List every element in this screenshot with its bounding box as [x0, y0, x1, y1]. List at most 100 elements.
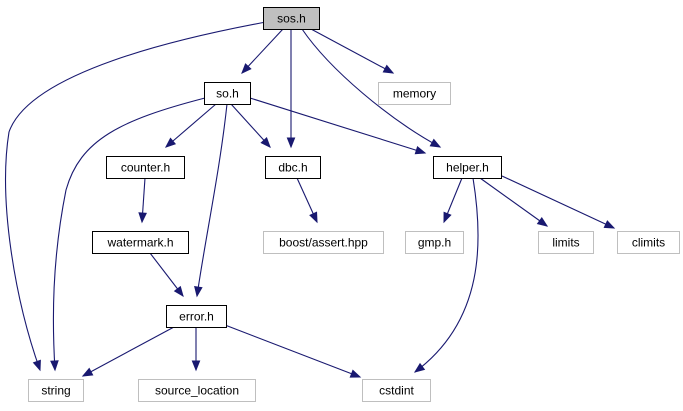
- node-label: dbc.h: [278, 161, 307, 175]
- node-boost-assert: boost/assert.hpp: [263, 231, 384, 254]
- node-label: boost/assert.hpp: [279, 236, 368, 250]
- edge-arrowhead: [50, 360, 59, 372]
- edge-dbc-to-boost_assert: [296, 177, 318, 224]
- node-box: [106, 156, 185, 179]
- node-string: string: [28, 379, 84, 402]
- node-sos[interactable]: sos.h: [263, 7, 320, 30]
- node-box: [433, 156, 502, 179]
- edge-helper-to-gmp: [443, 177, 463, 224]
- edge-so-to-error: [194, 103, 228, 298]
- node-memory: memory: [378, 82, 451, 105]
- edge-arrowhead: [429, 138, 442, 148]
- edge-line: [249, 97, 426, 154]
- node-box: [538, 231, 594, 254]
- edge-error-to-string: [81, 326, 175, 377]
- edge-error-to-source_location: [191, 327, 201, 372]
- edge-arrowhead: [286, 137, 296, 149]
- node-label: limits: [552, 236, 579, 250]
- edge-line: [479, 177, 548, 227]
- node-label: error.h: [179, 310, 214, 324]
- edge-line: [241, 28, 284, 74]
- edge-arrowhead: [191, 360, 201, 372]
- node-box: [265, 156, 321, 179]
- edge-line: [5, 21, 267, 371]
- node-label: memory: [393, 87, 436, 101]
- edge-helper-to-limits: [479, 177, 549, 227]
- edge-line: [501, 175, 615, 229]
- node-label: helper.h: [446, 161, 489, 175]
- edge-so-to-dbc: [230, 103, 271, 148]
- edge-line: [52, 97, 206, 371]
- edge-arrowhead: [309, 211, 318, 224]
- node-counter[interactable]: counter.h: [106, 156, 185, 179]
- edges-layer: [5, 21, 616, 378]
- node-box: [362, 379, 431, 402]
- edge-arrowhead: [413, 362, 426, 373]
- node-box: [92, 231, 189, 254]
- node-label: counter.h: [121, 161, 170, 175]
- edge-arrowhead: [414, 146, 427, 155]
- node-limits: limits: [538, 231, 594, 254]
- node-box: [166, 305, 227, 328]
- edge-watermark-to-error: [149, 252, 184, 298]
- node-climits: climits: [617, 231, 680, 254]
- edge-helper-to-cstdint: [413, 177, 479, 373]
- edge-line: [165, 103, 217, 148]
- node-box: [204, 82, 251, 105]
- node-label: watermark.h: [106, 236, 173, 250]
- edge-arrowhead: [194, 285, 203, 298]
- edge-counter-to-watermark: [138, 177, 147, 224]
- node-label: sos.h: [277, 12, 306, 26]
- edge-arrowhead: [536, 216, 549, 227]
- edge-sos-to-string: [5, 21, 267, 372]
- edge-arrowhead: [443, 211, 452, 224]
- node-source-location: source_location: [138, 379, 256, 402]
- node-dbc[interactable]: dbc.h: [265, 156, 321, 179]
- node-helper[interactable]: helper.h: [433, 156, 502, 179]
- edge-arrowhead: [260, 137, 271, 148]
- nodes-layer: sos.h so.h memory counter.h dbc.h helper.h wat…: [28, 7, 680, 402]
- edge-arrowhead: [603, 220, 616, 229]
- node-label: string: [41, 384, 70, 398]
- edge-so-to-counter: [164, 103, 217, 148]
- node-box: [263, 231, 384, 254]
- node-label: climits: [632, 236, 665, 250]
- node-error[interactable]: error.h: [166, 305, 227, 328]
- node-box: [617, 231, 680, 254]
- edge-arrowhead: [173, 285, 184, 298]
- edge-sos-to-dbc: [286, 29, 296, 149]
- edge-arrowhead: [32, 359, 41, 372]
- edge-so-to-helper: [249, 97, 427, 155]
- edge-sos-to-so: [241, 28, 284, 74]
- edge-helper-to-climits: [501, 175, 616, 229]
- edge-line: [224, 324, 361, 378]
- edge-error-to-cstdint: [224, 324, 362, 378]
- edge-line: [310, 28, 394, 74]
- node-box: [405, 231, 464, 254]
- edge-arrowhead: [138, 212, 147, 224]
- edge-arrowhead: [349, 369, 362, 378]
- node-box: [28, 379, 84, 402]
- node-label: so.h: [216, 87, 239, 101]
- edge-sos-to-helper: [301, 28, 442, 148]
- node-gmp: gmp.h: [405, 231, 464, 254]
- edge-line: [301, 28, 441, 148]
- edge-arrowhead: [164, 137, 177, 148]
- node-cstdint: cstdint: [362, 379, 431, 402]
- node-label: cstdint: [379, 384, 414, 398]
- edge-line: [196, 103, 228, 297]
- node-box: [263, 7, 320, 30]
- node-so[interactable]: so.h: [204, 82, 251, 105]
- node-box: [378, 82, 451, 105]
- node-label: source_location: [155, 384, 239, 398]
- node-box: [138, 379, 256, 402]
- edge-line: [230, 103, 271, 148]
- edge-so-to-string: [50, 97, 206, 372]
- node-watermark[interactable]: watermark.h: [92, 231, 189, 254]
- edge-sos-to-memory: [310, 28, 395, 74]
- edge-arrowhead: [241, 63, 252, 74]
- node-label: gmp.h: [418, 236, 451, 250]
- edge-arrowhead: [81, 367, 94, 377]
- edge-line: [82, 326, 175, 377]
